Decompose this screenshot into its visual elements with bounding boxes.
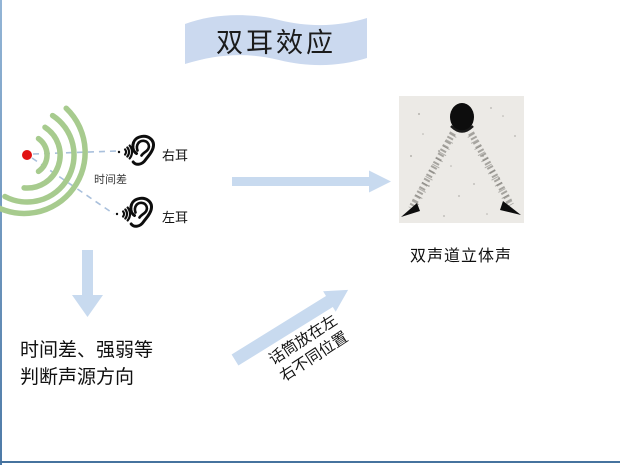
green-arc-waves-icon [0,105,88,217]
ear-icon-right [116,134,155,166]
conclusion-line2: 判断声源方向 [20,367,135,388]
conclusion-line1: 时间差、强弱等 [20,340,154,361]
page-title: 双耳效应 [216,27,336,58]
sound-source-figure [0,105,155,228]
right-ear-label: 右耳 [162,148,189,163]
down-arrow-icon [72,250,103,317]
red-dot-icon [22,150,32,160]
time-diff-label: 时间差 [94,174,127,186]
right-arm-band [468,131,514,207]
slide-bottom-border [0,461,620,463]
conclusion-text: 时间差、强弱等 判断声源方向 [20,337,153,391]
microphone-icon-left [401,203,420,217]
left-ear-label: 左耳 [162,210,189,225]
slide-left-border [0,0,2,465]
stereo-recording-image [399,96,524,223]
diagonal-arrow-icon [231,289,349,366]
right-arrow-icon [232,170,391,193]
wave-banner-icon [185,15,367,66]
stereo-image-caption: 双声道立体声 [409,248,512,265]
listener-head-icon [450,103,474,131]
title-banner-shape [185,15,367,66]
microphone-icon-right [500,201,521,215]
ear-icon-left [114,196,153,228]
